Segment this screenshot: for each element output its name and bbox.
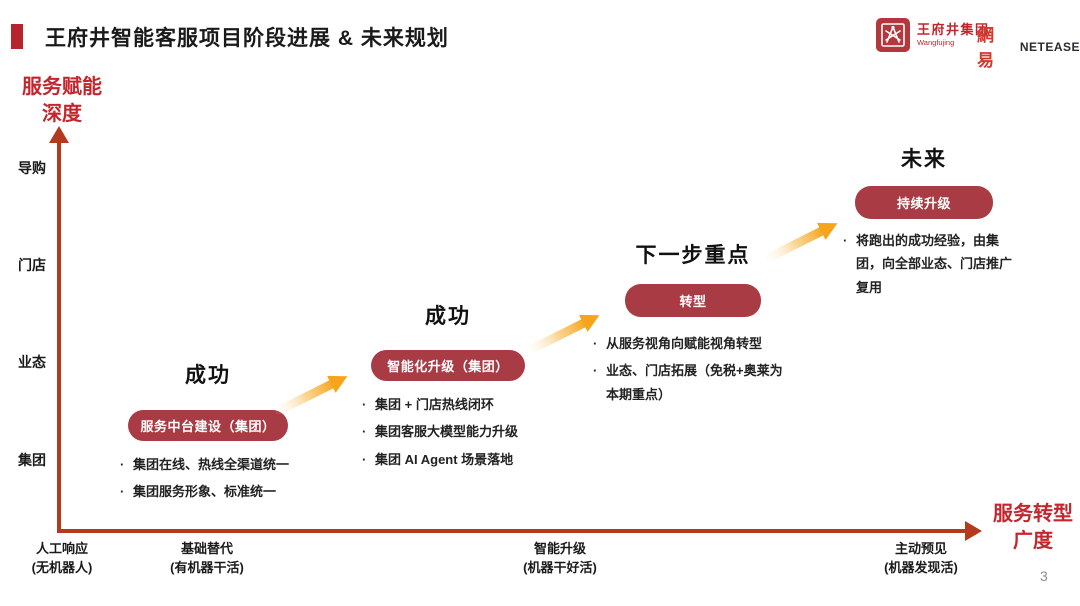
y-axis-line	[57, 141, 61, 532]
x-axis-title: 服务转型 广度	[986, 501, 1080, 555]
x-tick-line1: 主动预见	[894, 541, 947, 556]
bullet-item: 将跑出的成功经验，由集团，向全部业态、门店推广复用	[842, 229, 1012, 299]
wangfujing-logo-icon	[876, 18, 910, 52]
stage-label: 成功	[185, 364, 231, 387]
x-axis-title-line2: 广度	[1013, 530, 1053, 552]
stage-pill: 服务中台建设（集团）	[128, 410, 288, 441]
x-tick-line1: 基础替代	[180, 541, 233, 556]
x-axis-title-line1: 服务转型	[993, 503, 1073, 525]
stage-service-platform: 成功 服务中台建设（集团） 集团在线、热线全渠道统一 集团服务形象、标准统一	[110, 359, 306, 508]
bullet-item: 集团服务形象、标准统一	[119, 480, 306, 504]
x-tick-line2: (无机器人)	[31, 559, 93, 575]
stage-intelligent-upgrade: 成功 智能化升级（集团） 集团 + 门店热线闭环 集团客服大模型能力升级 集团 …	[352, 300, 544, 475]
y-axis-title-line1: 服务赋能	[22, 76, 102, 98]
stage-bullets: 从服务视角向赋能视角转型 业态、门店拓展（免税+奥莱为本期重点）	[592, 332, 794, 406]
progress-arrow-3	[765, 222, 838, 262]
x-tick-line2: (机器干好活)	[523, 559, 597, 575]
wangfujing-logo: 王府井集团 Wangfujing	[876, 18, 990, 52]
stage-bullets: 将跑出的成功经验，由集团，向全部业态、门店推广复用	[836, 229, 1012, 299]
y-axis-title-line2: 深度	[42, 103, 82, 125]
title-accent-bar	[11, 24, 23, 49]
stage-transformation: 下一步重点 转型 从服务视角向赋能视角转型 业态、门店拓展（免税+奥莱为本期重点…	[592, 239, 794, 410]
page-number: 3	[1040, 568, 1048, 584]
x-tick-zhudongyujian: 主动预见 (机器发现活)	[851, 540, 991, 578]
y-tick-mendian: 门店	[18, 257, 46, 273]
bullet-item: 业态、门店拓展（免税+奥莱为本期重点）	[592, 359, 794, 406]
bullet-item: 集团 + 门店热线闭环	[361, 393, 544, 417]
x-tick-zhinengshengji: 智能升级 (机器干好活)	[490, 540, 630, 578]
wangfujing-logo-text: 王府井集团 Wangfujing	[917, 21, 990, 48]
y-tick-jituan: 集团	[18, 452, 46, 468]
progress-arrow-2	[527, 314, 600, 354]
stage-pill: 转型	[625, 284, 761, 317]
netease-logo: 網易 NETEASE	[977, 21, 1080, 71]
stage-pill: 智能化升级（集团）	[371, 350, 525, 381]
stage-pill: 持续升级	[854, 186, 993, 219]
netease-cn: 網易	[977, 26, 996, 70]
bullet-item: 从服务视角向赋能视角转型	[592, 332, 794, 356]
x-tick-line1: 智能升级	[533, 541, 586, 556]
stage-label: 下一步重点	[635, 244, 751, 267]
bullet-item: 集团客服大模型能力升级	[361, 420, 544, 444]
wangfujing-sub: Wangfujing	[917, 38, 955, 48]
y-axis-title: 服务赋能 深度	[6, 74, 118, 128]
y-tick-yetai: 业态	[18, 354, 46, 370]
page-title: 王府井智能客服项目阶段进展 & 未来规划	[45, 27, 449, 50]
x-tick-rengongxiangying: 人工响应 (无机器人)	[0, 540, 132, 578]
wangfujing-name: 王府井集团	[917, 21, 990, 37]
x-axis-line	[57, 529, 967, 533]
x-tick-line2: (有机器干活)	[170, 559, 244, 575]
progress-arrow-1	[275, 375, 348, 415]
y-axis-arrowhead	[49, 126, 69, 143]
stage-bullets: 集团 + 门店热线闭环 集团客服大模型能力升级 集团 AI Agent 场景落地	[352, 393, 544, 472]
x-tick-jichutidai: 基础替代 (有机器干活)	[137, 540, 277, 578]
bullet-item: 集团在线、热线全渠道统一	[119, 453, 306, 477]
x-tick-line2: (机器发现活)	[884, 559, 958, 575]
x-axis-arrowhead	[965, 521, 982, 541]
x-tick-line1: 人工响应	[35, 541, 88, 556]
stage-label: 成功	[425, 305, 471, 328]
stage-label: 未来	[901, 148, 947, 171]
bullet-item: 集团 AI Agent 场景落地	[361, 448, 544, 472]
netease-en: NETEASE	[1019, 40, 1080, 54]
stage-future: 未来 持续升级 将跑出的成功经验，由集团，向全部业态、门店推广复用	[836, 143, 1012, 303]
y-tick-daogou: 导购	[18, 160, 46, 176]
stage-bullets: 集团在线、热线全渠道统一 集团服务形象、标准统一	[110, 453, 306, 504]
